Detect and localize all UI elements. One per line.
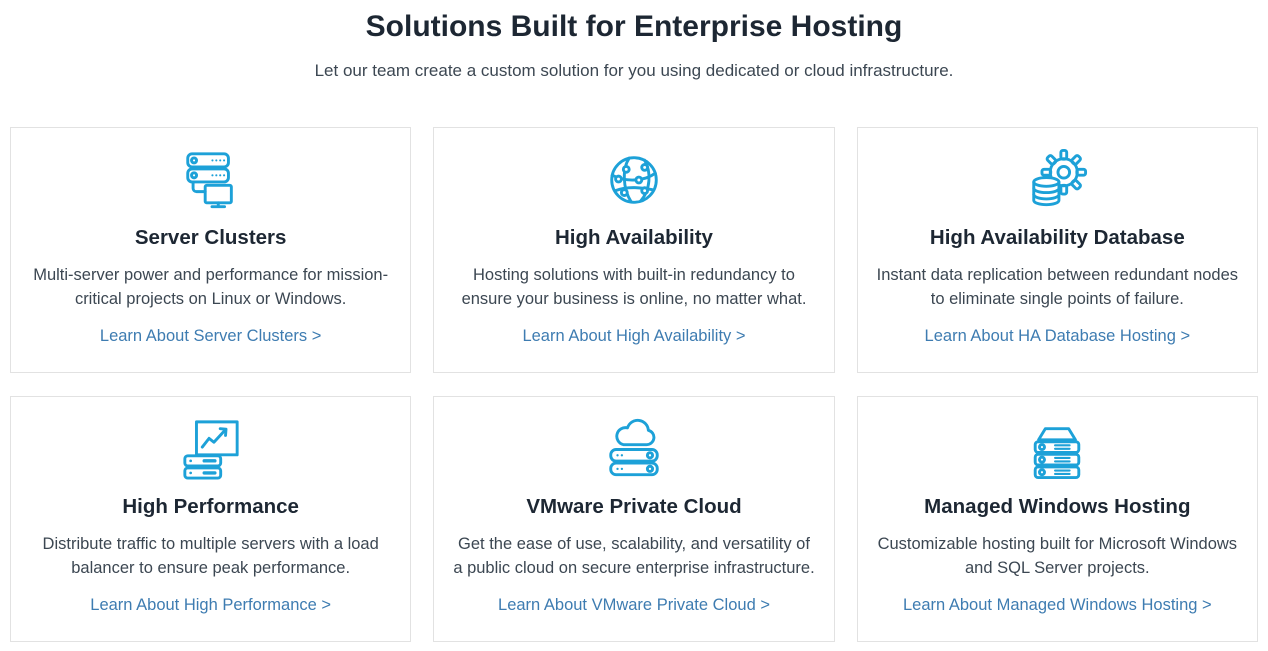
learn-about-ha-database-link[interactable]: Learn About HA Database Hosting > (924, 326, 1191, 345)
card-vmware-private-cloud: VMware Private Cloud Get the ease of use… (433, 395, 835, 642)
learn-about-server-clusters-link[interactable]: Learn About Server Clusters > (99, 326, 322, 345)
card-description: Hosting solutions with built-in redundan… (461, 266, 807, 308)
card-description: Distribute traffic to multiple servers w… (42, 534, 379, 577)
high-performance-icon (29, 418, 392, 480)
card-high-availability: High Availability Hosting solutions with… (433, 127, 835, 373)
learn-about-high-availability-link[interactable]: Learn About High Availability > (522, 326, 746, 345)
card-description: Instant data replication between redunda… (876, 266, 1239, 308)
ha-database-icon (876, 149, 1239, 211)
card-description: Multi-server power and performance for m… (33, 266, 389, 308)
learn-about-high-performance-link[interactable]: Learn About High Performance > (90, 595, 332, 614)
page-subtitle: Let our team create a custom solution fo… (314, 61, 954, 80)
card-description: Get the ease of use, scalability, and ve… (453, 534, 815, 577)
high-availability-icon (452, 149, 815, 211)
server-clusters-icon (29, 149, 392, 211)
vmware-private-cloud-icon (452, 418, 815, 480)
managed-windows-hosting-icon (876, 418, 1239, 480)
card-managed-windows-hosting: Managed Windows Hosting Customizable hos… (856, 395, 1258, 642)
card-high-performance: High Performance Distribute traffic to m… (10, 395, 412, 642)
card-title: High Availability (555, 226, 713, 249)
card-title: High Availability Database (929, 226, 1185, 249)
learn-about-vmware-private-cloud-link[interactable]: Learn About VMware Private Cloud > (498, 595, 770, 614)
card-title: Server Clusters (134, 226, 287, 249)
card-ha-database: High Availability Database Instant data … (856, 127, 1258, 373)
section-header: Solutions Built for Enterprise Hosting L… (10, 10, 1258, 81)
card-title: Managed Windows Hosting (924, 494, 1191, 518)
solutions-card-grid: Server Clusters Multi-server power and p… (10, 127, 1258, 642)
learn-about-managed-windows-hosting-link[interactable]: Learn About Managed Windows Hosting > (903, 595, 1212, 614)
card-description: Customizable hosting built for Microsoft… (877, 534, 1238, 577)
page-title: Solutions Built for Enterprise Hosting (365, 10, 903, 43)
card-title: High Performance (122, 494, 299, 518)
card-title: VMware Private Cloud (526, 494, 742, 518)
card-server-clusters: Server Clusters Multi-server power and p… (10, 127, 412, 373)
